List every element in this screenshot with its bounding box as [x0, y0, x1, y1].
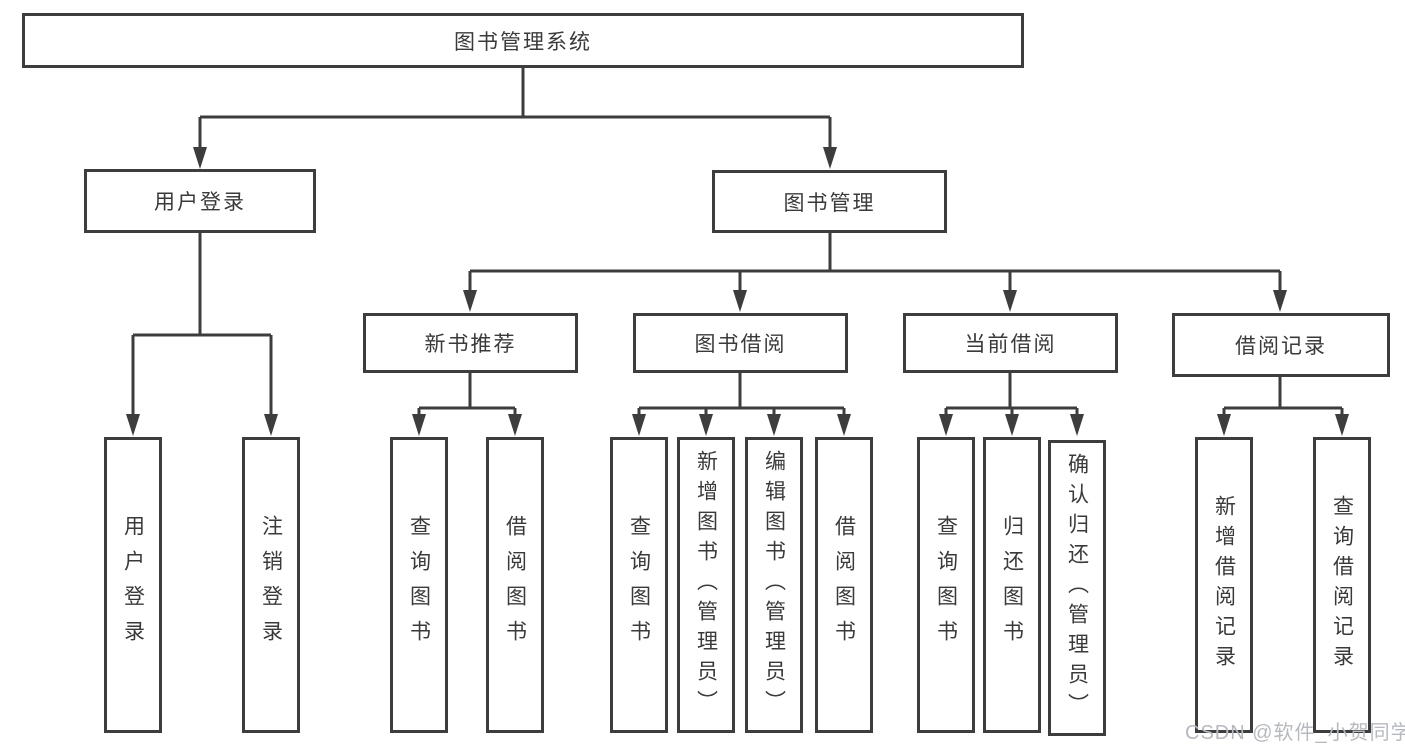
- node-book-management-label: 图书管理: [783, 191, 876, 215]
- leaf-cb-return-books: 归还图书: [983, 437, 1041, 733]
- leaf-br-query-record-label: 查询借阅记录: [1330, 495, 1354, 675]
- leaf-br-add-record: 新增借阅记录: [1195, 437, 1253, 733]
- node-current-borrowing: 当前借阅: [903, 313, 1118, 373]
- leaf-cb-confirm-return-admin: 确认归还（管理员）: [1048, 440, 1106, 736]
- leaf-nb-borrow-books: 借阅图书: [486, 437, 544, 733]
- edge-userlogin-to-children: [131, 232, 273, 417]
- leaf-bb-borrow-books: 借阅图书: [815, 437, 873, 733]
- leaf-user-login: 用户登录: [104, 437, 162, 733]
- leaf-nb-query-books: 查询图书: [390, 437, 448, 733]
- leaf-br-add-record-label: 新增借阅记录: [1212, 495, 1236, 675]
- edge-borrowrecords-to-children: [1222, 377, 1344, 417]
- leaf-user-login-label: 用户登录: [121, 515, 145, 655]
- leaf-bb-add-books-admin-label: 新增图书（管理员）: [694, 450, 718, 720]
- leaf-bb-borrow-books-label: 借阅图书: [832, 515, 856, 655]
- node-book-borrowing-label: 图书借阅: [694, 333, 787, 356]
- arrowheads: [126, 147, 1349, 436]
- leaf-bb-query-books: 查询图书: [610, 437, 668, 733]
- leaf-br-query-record: 查询借阅记录: [1313, 437, 1371, 733]
- edge-currentborrow-to-children: [944, 373, 1079, 417]
- edge-newbookrec-to-children: [417, 373, 517, 417]
- leaf-logout: 注销登录: [242, 437, 300, 733]
- leaf-bb-add-books-admin: 新增图书（管理员）: [677, 437, 735, 733]
- edge-bookmgmt-to-level3: [468, 233, 1282, 293]
- node-user-login: 用户登录: [84, 169, 316, 233]
- node-new-book-recommend-label: 新书推荐: [424, 333, 517, 356]
- csdn-watermark: CSDN @软件_小贺同学: [1185, 722, 1405, 744]
- leaf-cb-confirm-return-admin-label: 确认归还（管理员）: [1065, 453, 1089, 723]
- leaf-nb-query-books-label: 查询图书: [407, 515, 431, 655]
- node-user-login-label: 用户登录: [154, 191, 246, 214]
- node-book-borrowing: 图书借阅: [633, 313, 848, 373]
- leaf-cb-return-books-label: 归还图书: [1000, 515, 1024, 655]
- node-root-label: 图书管理系统: [454, 30, 592, 54]
- edge-bookborrow-to-children: [637, 373, 846, 417]
- node-borrowing-records-label: 借阅记录: [1235, 335, 1327, 358]
- leaf-cb-query-books: 查询图书: [917, 437, 975, 733]
- node-new-book-recommend: 新书推荐: [363, 313, 578, 373]
- leaf-nb-borrow-books-label: 借阅图书: [503, 515, 527, 655]
- node-book-management: 图书管理: [712, 170, 947, 233]
- leaf-bb-query-books-label: 查询图书: [627, 515, 651, 655]
- node-borrowing-records: 借阅记录: [1172, 313, 1390, 377]
- leaf-bb-edit-books-admin: 编辑图书（管理员）: [745, 437, 803, 733]
- edge-root-to-level2: [198, 68, 832, 150]
- node-current-borrowing-label: 当前借阅: [964, 333, 1057, 356]
- leaf-bb-edit-books-admin-label: 编辑图书（管理员）: [762, 450, 786, 720]
- leaf-logout-label: 注销登录: [259, 515, 283, 655]
- leaf-cb-query-books-label: 查询图书: [934, 515, 958, 655]
- node-root: 图书管理系统: [22, 13, 1024, 68]
